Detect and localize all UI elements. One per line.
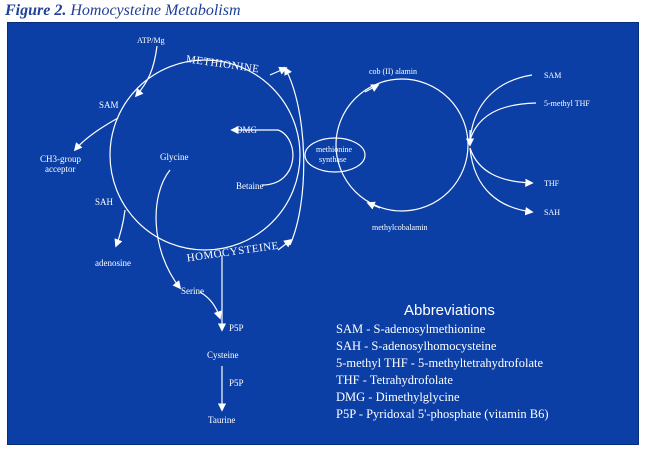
serine-label: Serine — [181, 286, 204, 296]
serine-to-cysteine — [199, 291, 222, 320]
right-sah-label: SAH — [544, 208, 560, 217]
taurine-label: Taurine — [208, 415, 235, 425]
methionine-label: METHIONINE — [185, 53, 260, 75]
abbreviation-item: 5-methyl THF - 5-methyltetrahydrofolate — [336, 356, 543, 370]
abbreviation-item: SAM - S-adenosylmethionine — [336, 322, 486, 336]
methionine-arrowhead — [269, 66, 288, 76]
abbreviation-item: DMG - Dimethylglycine — [336, 390, 460, 404]
right-sam-label: SAM — [544, 71, 561, 80]
ch3-label-1: CH3-group — [40, 154, 81, 164]
synthase-label-1: methionine — [316, 145, 352, 154]
abbreviations-title: Abbreviations — [404, 302, 495, 319]
p5p-label-2: P5P — [229, 378, 244, 388]
homocysteine-arrowhead — [277, 238, 293, 251]
adenosine-arrow — [114, 209, 126, 248]
methylcob-label: methylcobalamin — [372, 223, 428, 232]
cobalamin-cycle-circle — [335, 78, 469, 212]
figure-caption: Figure 2. Homocysteine Metabolism — [5, 2, 241, 20]
thf-out-path — [469, 147, 534, 187]
right-thf-label: THF — [544, 179, 560, 188]
sam-in-path — [469, 74, 533, 141]
synthase-ellipse — [304, 137, 366, 173]
p5p-label-1: P5P — [229, 323, 244, 333]
methylcob-arrowhead — [366, 201, 381, 210]
synthase-arc — [284, 66, 305, 246]
abbreviation-item: THF - Tetrahydrofolate — [336, 373, 453, 387]
diagram-panel — [7, 22, 639, 445]
cysteine-label: Cysteine — [207, 350, 239, 360]
betaine-label: Betaine — [236, 181, 264, 191]
cob-arrowhead — [364, 84, 380, 93]
atp-label: ATP/Mg — [137, 36, 165, 45]
methylthf-in-path — [469, 102, 537, 141]
abbreviation-item: SAH - S-adenosylhomocysteine — [336, 339, 497, 353]
glycine-label: Glycine — [160, 152, 189, 162]
atp-arrow — [134, 45, 158, 98]
ch3-arrow — [73, 117, 119, 152]
figure-number: Figure 2. — [5, 2, 67, 19]
methionine-cycle-circle — [109, 59, 301, 251]
right-5methyl-label: 5-methyl THF — [544, 99, 590, 108]
figure-title: Homocysteine Metabolism — [70, 2, 241, 19]
ch3-label-2: acceptor — [45, 164, 75, 174]
sah-label: SAH — [95, 197, 114, 207]
cob-label: cob (II) alamin — [369, 67, 417, 76]
glycine-serine-path — [155, 169, 182, 290]
adenosine-label: adenosine — [95, 258, 131, 268]
sam-label: SAM — [99, 100, 119, 110]
synthase-label-2: synthase — [319, 155, 347, 164]
dmg-label: DMG — [236, 125, 258, 135]
sah-out-path — [469, 147, 534, 216]
abbreviation-item: P5P - Pyridoxal 5'-phosphate (vitamin B6… — [336, 407, 549, 421]
betaine-loop — [230, 125, 294, 186]
homocysteine-label: HOMOCYSTEINE — [186, 240, 280, 265]
